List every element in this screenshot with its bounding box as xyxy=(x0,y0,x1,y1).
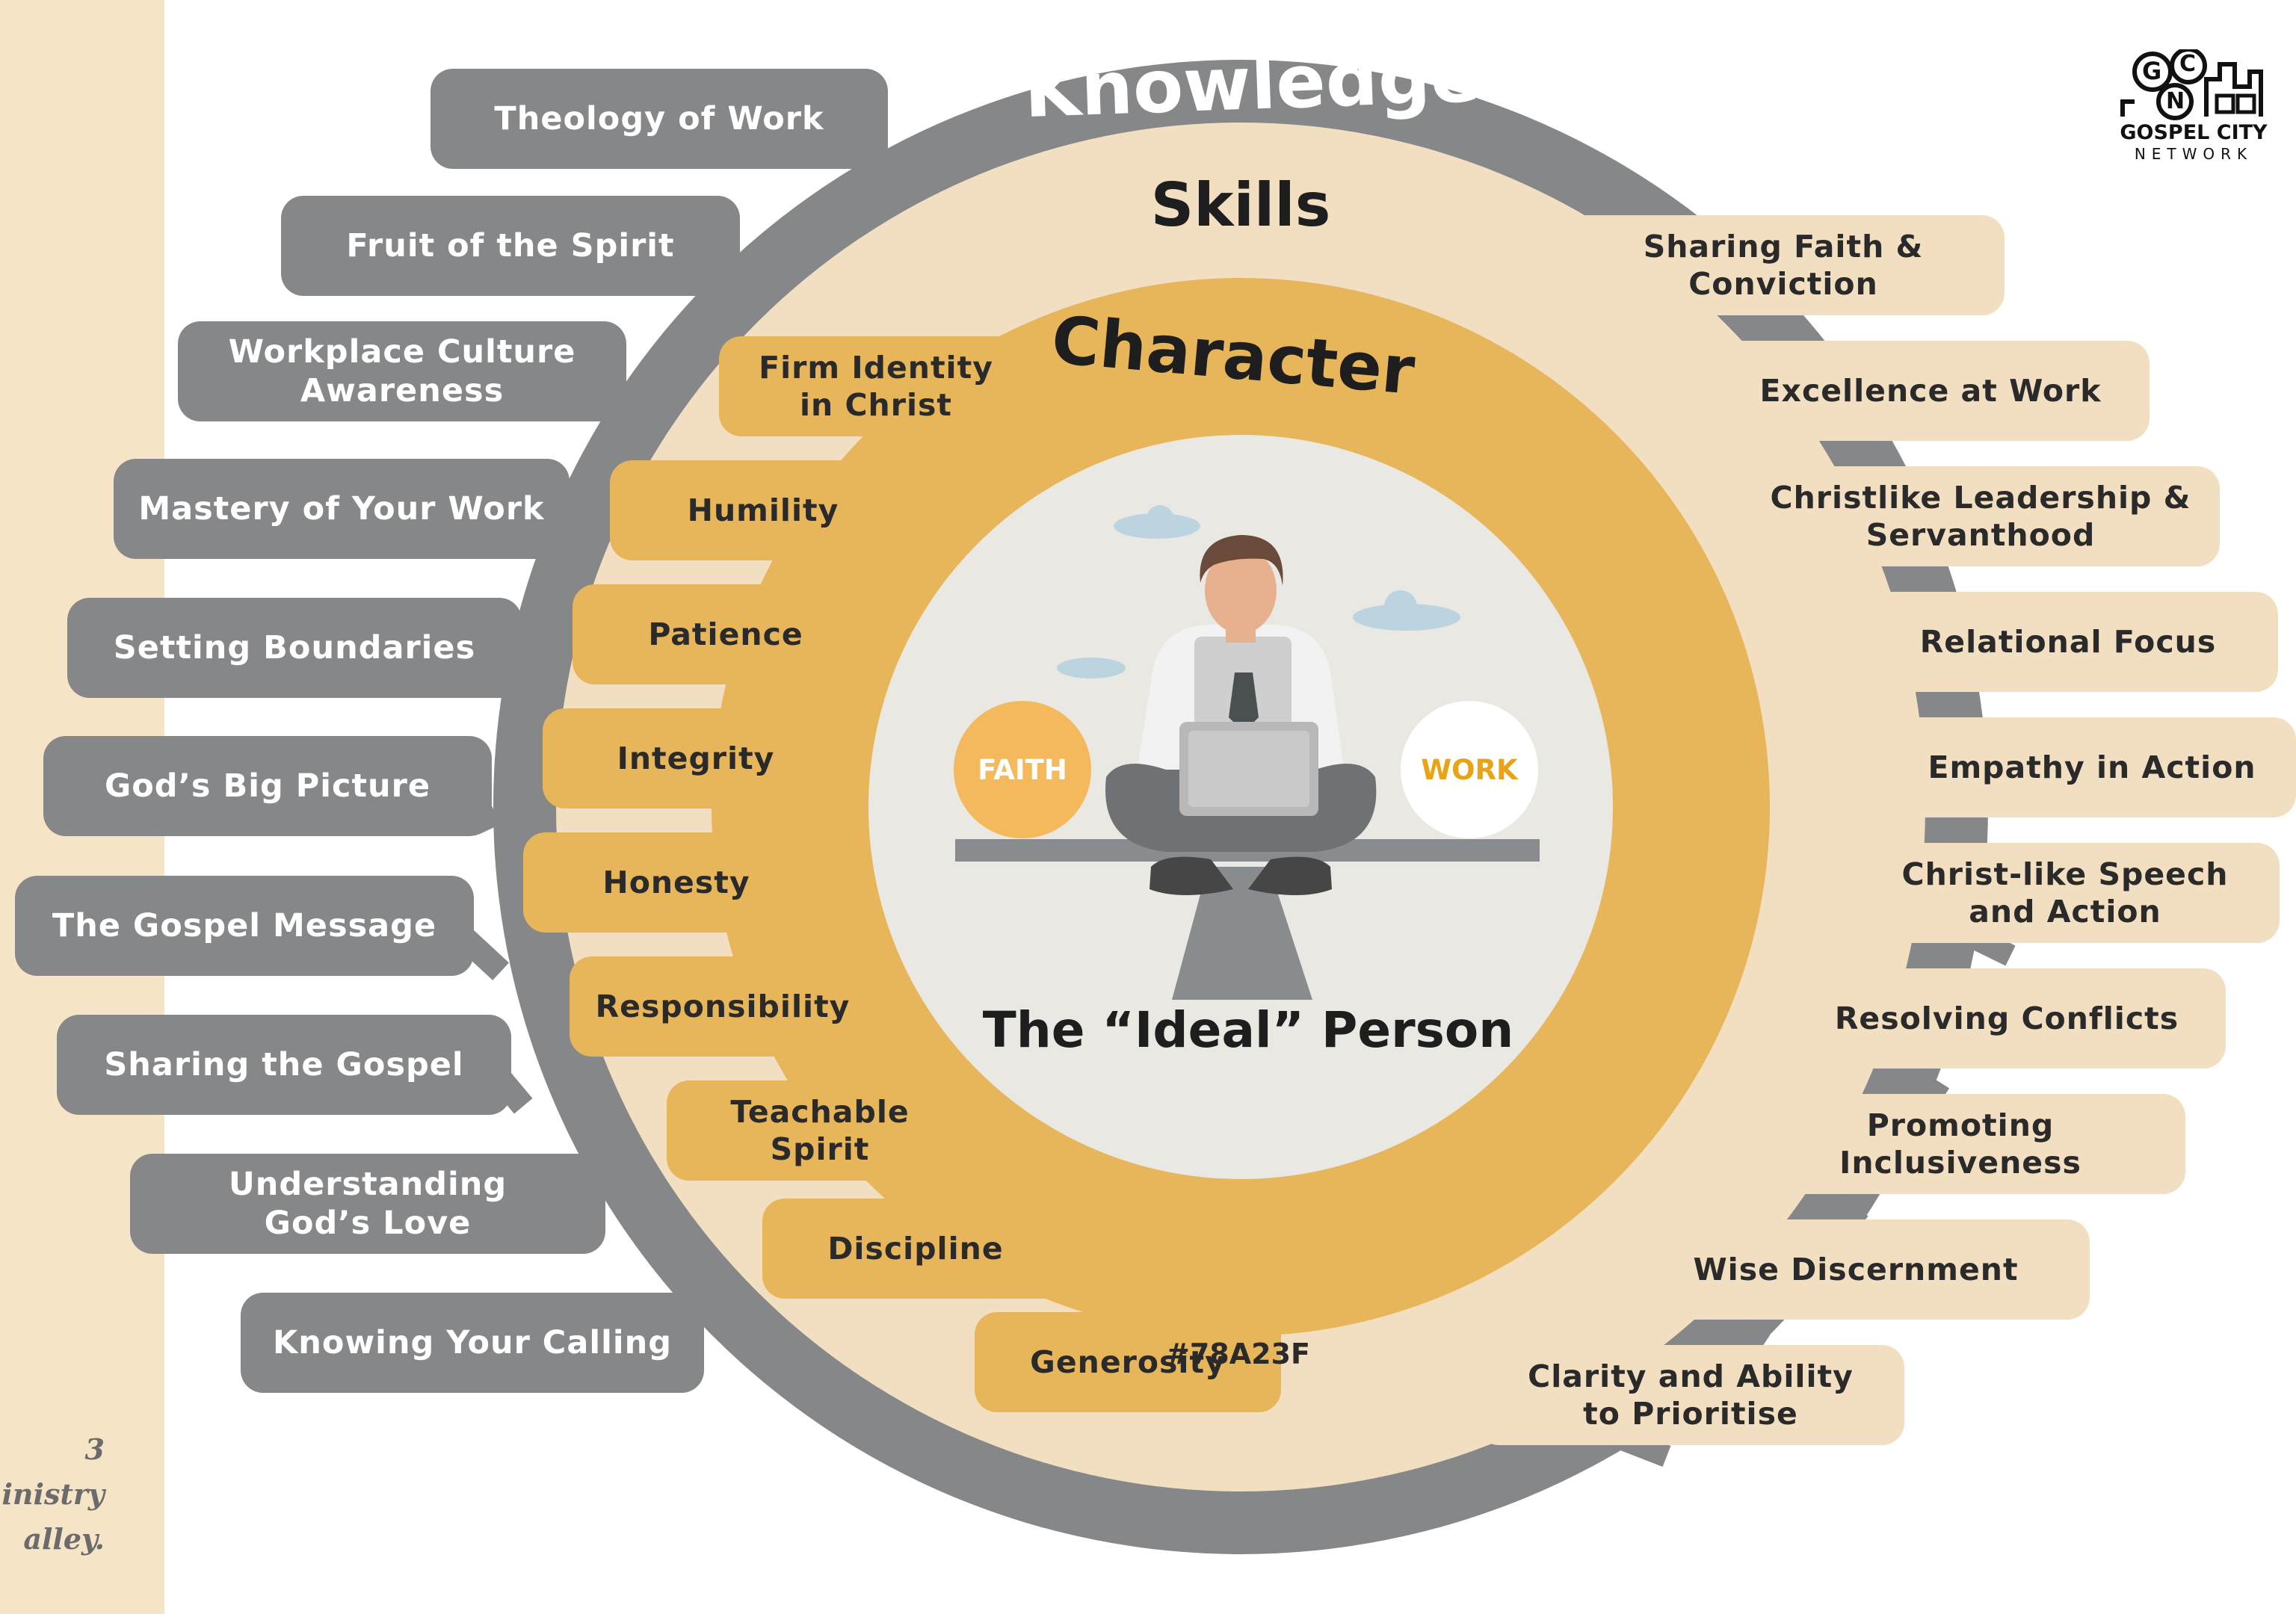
person-illustration xyxy=(955,505,1540,1000)
knowledge-item-pill: Theology of Work xyxy=(430,69,888,169)
character-item-pill: Generosity xyxy=(975,1312,1281,1412)
logo-name: GOSPEL CITY xyxy=(2120,121,2268,144)
knowledge-item-pill: God’s Big Picture xyxy=(43,736,492,836)
gospel-city-logo: G C N GOSPEL CITY NETWORK xyxy=(2108,49,2280,169)
knowledge-title: Knowledge xyxy=(1022,33,1482,135)
side-note-line: inistry xyxy=(1,1477,105,1511)
faith-label: FAITH xyxy=(978,753,1067,786)
knowledge-item-pill: Fruit of the Spirit xyxy=(281,196,740,296)
skills-title: Skills xyxy=(1150,170,1331,240)
city-skyline-icon xyxy=(2120,49,2263,120)
skill-item-label: Clarity and Ability to Prioritise xyxy=(1528,1358,1854,1432)
skill-item-pill: Christ-like Speech and Action xyxy=(1851,843,2280,943)
character-item-label: Patience xyxy=(648,616,803,652)
skill-item-pill: Relational Focus xyxy=(1858,592,2278,692)
character-item-label: Responsibility xyxy=(595,988,851,1024)
knowledge-item-pill: Sharing the Gospel xyxy=(57,1015,511,1115)
skill-item-label: Christ-like Speech and Action xyxy=(1901,856,2229,930)
skill-item-label: Wise Discernment xyxy=(1693,1251,2019,1287)
side-note: 3 inistry alley. xyxy=(0,1427,105,1562)
knowledge-item-label: The Gospel Message xyxy=(52,906,437,944)
knowledge-item-label: God’s Big Picture xyxy=(104,767,431,805)
character-item-label: Generosity xyxy=(1030,1344,1226,1380)
skill-item-label: Excellence at Work xyxy=(1759,372,2102,409)
knowledge-item-pill: Mastery of Your Work xyxy=(114,459,570,559)
skill-item-pill: Promoting Inclusiveness xyxy=(1735,1094,2185,1194)
character-item-pill: Responsibility xyxy=(570,956,876,1057)
character-item-label: Humility xyxy=(687,492,839,528)
character-item-label: Firm Identity in Christ xyxy=(759,349,993,423)
skill-item-pill: Clarity and Ability to Prioritise xyxy=(1477,1345,1904,1445)
knowledge-item-pill: Workplace Culture Awareness xyxy=(178,321,626,421)
character-item-pill: Humility xyxy=(610,460,916,560)
skill-item-label: Empathy in Action xyxy=(1928,749,2256,785)
character-item-pill: Honesty xyxy=(523,832,830,933)
knowledge-item-pill: The Gospel Message xyxy=(15,876,474,976)
skill-item-pill: Christlike Leadership & Servanthood xyxy=(1741,466,2220,566)
person-head xyxy=(1205,547,1277,634)
character-item-label: Discipline xyxy=(827,1230,1004,1267)
person-tie xyxy=(1229,672,1259,732)
skill-item-label: Sharing Faith & Conviction xyxy=(1643,228,1924,302)
skill-item-label: Christlike Leadership & Servanthood xyxy=(1770,479,2191,553)
character-item-pill: Integrity xyxy=(543,708,849,808)
character-item-label: Integrity xyxy=(617,740,775,776)
faith-badge: FAITH xyxy=(954,701,1091,838)
knowledge-item-label: Theology of Work xyxy=(494,99,824,137)
laptop-screen xyxy=(1188,731,1309,807)
seesaw-base xyxy=(1172,867,1312,1000)
skill-item-pill: Wise Discernment xyxy=(1622,1219,2090,1320)
knowledge-item-label: Understanding God’s Love xyxy=(228,1165,507,1242)
skill-item-label: Relational Focus xyxy=(1919,623,2217,660)
logo-subtitle: NETWORK xyxy=(2134,145,2253,163)
knowledge-item-label: Fruit of the Spirit xyxy=(346,226,675,265)
skill-item-pill: Excellence at Work xyxy=(1712,341,2150,441)
knowledge-item-label: Mastery of Your Work xyxy=(138,489,545,528)
work-label: WORK xyxy=(1421,753,1518,786)
work-badge: WORK xyxy=(1401,701,1538,838)
character-item-pill: Patience xyxy=(573,584,879,684)
logo-letter-n: N xyxy=(2166,88,2185,114)
character-item-pill: Teachable Spirit xyxy=(667,1080,973,1181)
character-item-label: Honesty xyxy=(602,864,750,900)
character-item-pill: Firm Identity in Christ xyxy=(719,336,1033,436)
person-shoe xyxy=(1149,856,1233,895)
character-item-pill: Discipline xyxy=(762,1199,1069,1299)
person-shoe xyxy=(1248,856,1332,895)
side-note-line: 3 xyxy=(84,1432,105,1466)
skill-item-label: Promoting Inclusiveness xyxy=(1839,1107,2081,1181)
cloud-icon xyxy=(1057,658,1126,678)
character-item-label: Teachable Spirit xyxy=(730,1093,910,1167)
knowledge-item-pill: Knowing Your Calling xyxy=(241,1293,704,1393)
skill-item-pill: Sharing Faith & Conviction xyxy=(1562,215,2005,315)
logo-letter-g: G xyxy=(2142,57,2162,85)
overlay-note: #78A23F xyxy=(1166,1338,1310,1370)
knowledge-item-pill: Understanding God’s Love xyxy=(130,1154,605,1254)
skill-item-label: Resolving Conflicts xyxy=(1834,1000,2179,1036)
ideal-person-title: The “Ideal” Person xyxy=(982,1001,1514,1059)
person-hair xyxy=(1200,535,1283,586)
logo-letter-c: C xyxy=(2179,51,2197,77)
knowledge-item-label: Setting Boundaries xyxy=(113,628,476,667)
knowledge-item-label: Workplace Culture Awareness xyxy=(228,333,576,409)
skill-item-pill: Empathy in Action xyxy=(1888,717,2296,817)
knowledge-item-pill: Setting Boundaries xyxy=(67,598,522,698)
skill-item-pill: Resolving Conflicts xyxy=(1788,968,2226,1069)
cloud-icon xyxy=(1147,505,1173,532)
knowledge-item-label: Knowing Your Calling xyxy=(272,1323,672,1361)
cloud-icon xyxy=(1384,590,1417,623)
side-note-line: alley. xyxy=(23,1522,105,1556)
knowledge-item-label: Sharing the Gospel xyxy=(104,1045,464,1083)
